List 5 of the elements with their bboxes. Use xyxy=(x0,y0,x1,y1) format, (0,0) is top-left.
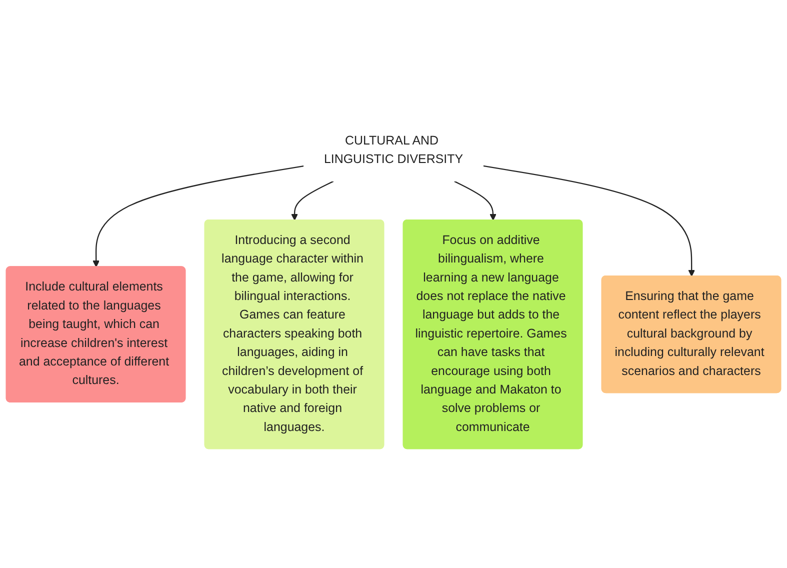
arrow xyxy=(483,164,696,276)
arrow xyxy=(92,164,304,267)
arrow xyxy=(454,180,496,220)
arrow xyxy=(291,180,334,220)
node-text: CULTURAL AND LINGUISTIC DIVERSITY xyxy=(324,134,464,166)
